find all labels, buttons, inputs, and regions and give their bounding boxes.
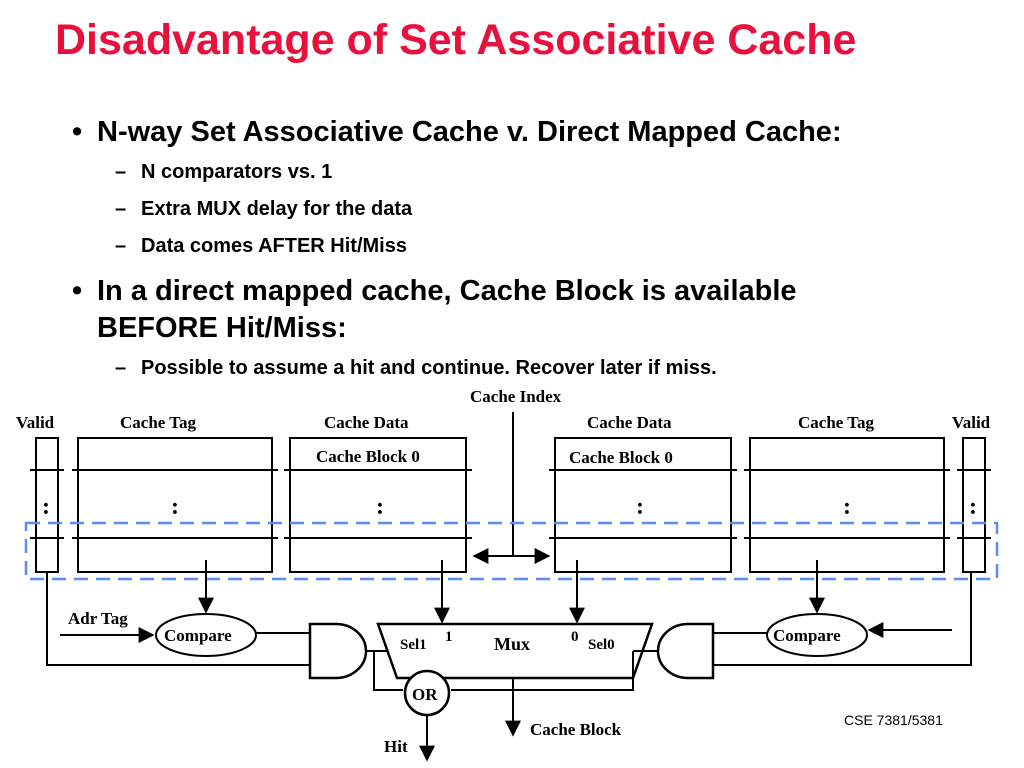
mux-input-1-label: 1	[445, 629, 453, 645]
ellipsis-mark: :	[376, 494, 384, 520]
selected-set-highlight	[24, 521, 999, 581]
ellipsis-mark: :	[42, 494, 50, 520]
valid-right-to-and	[713, 572, 972, 666]
dash-marker: –	[115, 198, 127, 220]
compare-right	[766, 613, 868, 657]
cache-data-array-right	[549, 437, 737, 573]
compare-right-label: Compare	[773, 626, 841, 645]
cache-block-0-right: Cache Block 0	[569, 448, 673, 467]
cache-tag-array-right	[744, 437, 950, 573]
cache-block-output-label: Cache Block	[530, 720, 622, 739]
ellipsis-mark: :	[636, 494, 644, 520]
bullet-2-line-1: In a direct mapped cache, Cache Block is…	[97, 275, 797, 307]
bullet-1: N-way Set Associative Cache v. Direct Ma…	[97, 116, 842, 148]
and-right-to-or	[451, 651, 634, 691]
bullet-1-sub-3: Data comes AFTER Hit/Miss	[141, 235, 407, 257]
cache-index-line	[472, 412, 551, 564]
mux-label: Mux	[494, 634, 530, 654]
bullet-2-sub-1: Possible to assume a hit and continue. R…	[141, 357, 717, 379]
valid-label-right: Valid	[952, 413, 991, 432]
cache-data-array-left	[284, 437, 472, 573]
cache-data-label-right: Cache Data	[587, 413, 672, 432]
sel0-label: Sel0	[588, 637, 615, 653]
or-label: OR	[412, 685, 438, 704]
mux-input-0-label: 0	[571, 629, 579, 645]
and-left-to-or	[373, 651, 403, 691]
cache-tag-label-left: Cache Tag	[120, 413, 197, 432]
hit-label: Hit	[384, 737, 408, 756]
dash-marker: –	[115, 161, 127, 183]
footer-course-code: CSE 7381/5381	[844, 712, 943, 728]
bullet-marker: •	[72, 275, 83, 307]
compare-left	[155, 613, 257, 657]
slide-title: Disadvantage of Set Associative Cache	[55, 16, 857, 64]
cache-tag-array-left	[72, 437, 278, 573]
valid-left-to-and	[46, 572, 310, 666]
cache-tag-label-right: Cache Tag	[798, 413, 875, 432]
dash-marker: –	[115, 357, 127, 379]
cache-index-label: Cache Index	[470, 387, 562, 406]
cache-data-label-left: Cache Data	[324, 413, 409, 432]
sel1-label: Sel1	[400, 637, 427, 653]
ellipsis-mark: :	[843, 494, 851, 520]
bullet-marker: •	[72, 116, 83, 148]
valid-label-left: Valid	[16, 413, 55, 432]
and-gate-left	[308, 622, 368, 680]
and-gate-right	[656, 622, 715, 680]
bullet-1-sub-1: N comparators vs. 1	[141, 161, 333, 183]
cache-block-0-left: Cache Block 0	[316, 447, 420, 466]
dash-marker: –	[115, 235, 127, 257]
ellipsis-mark: :	[171, 494, 179, 520]
bullet-2-line-2: BEFORE Hit/Miss:	[97, 312, 347, 344]
compare-left-label: Compare	[164, 626, 232, 645]
ellipsis-mark: :	[969, 494, 977, 520]
valid-column-right	[957, 437, 991, 573]
bullet-1-sub-2: Extra MUX delay for the data	[141, 198, 413, 220]
adr-tag-label: Adr Tag	[68, 609, 128, 628]
